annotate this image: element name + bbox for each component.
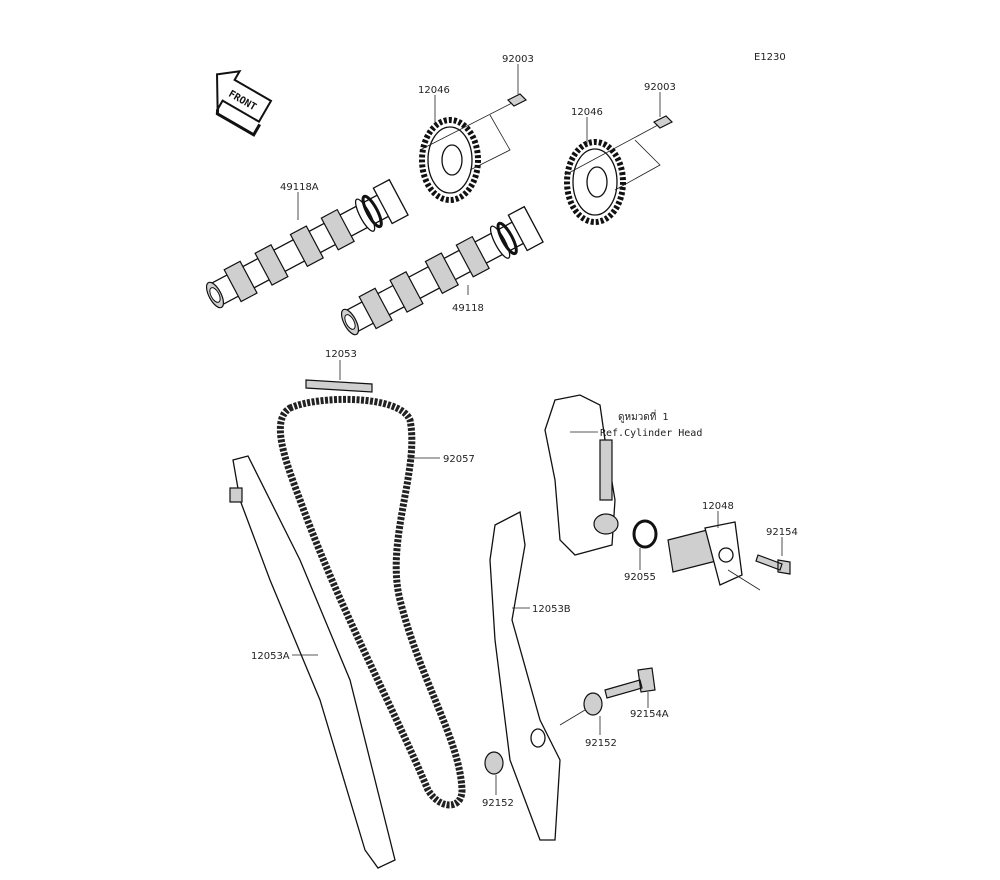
label-bolt-right[interactable]: 92003 <box>644 82 676 93</box>
label-guide-top[interactable]: 12053 <box>325 349 357 360</box>
collar-left <box>484 751 504 775</box>
sprocket-left <box>419 117 481 203</box>
camshaft-exhaust <box>205 178 409 309</box>
leader-lines <box>292 64 783 795</box>
top-chain-guide <box>305 379 373 393</box>
label-sprocket-left[interactable]: 12046 <box>418 85 450 96</box>
chain-tensioner <box>667 521 761 591</box>
guide-tab <box>229 487 243 503</box>
reference-english: Ref.Cylinder Head <box>600 428 702 439</box>
label-camshaft-intake[interactable]: 49118 <box>452 303 484 314</box>
label-bolt-left[interactable]: 92003 <box>502 54 534 65</box>
collar-right <box>583 692 603 716</box>
label-bolt-tensioner[interactable]: 92154 <box>766 527 798 538</box>
tensioner-bolt <box>755 554 791 575</box>
label-chain[interactable]: 92057 <box>443 454 475 465</box>
label-guide-right[interactable]: 12053B <box>532 604 571 615</box>
diagram-code: E1230 <box>754 52 786 63</box>
label-tensioner[interactable]: 12048 <box>702 501 734 512</box>
right-chain-guide <box>489 511 561 841</box>
cam-chain <box>276 395 466 809</box>
front-arrow-icon: FRONT <box>215 69 273 137</box>
label-sprocket-right[interactable]: 12046 <box>571 107 603 118</box>
bolt-icon <box>419 93 674 191</box>
label-o-ring[interactable]: 92055 <box>624 572 656 583</box>
label-collar-right[interactable]: 92152 <box>585 738 617 749</box>
label-collar-left[interactable]: 92152 <box>482 798 514 809</box>
guide-bolt <box>604 667 656 699</box>
o-ring <box>632 519 658 549</box>
sprocket-right <box>564 139 626 225</box>
label-bolt-guide[interactable]: 92154A <box>630 709 669 720</box>
label-camshaft-exhaust[interactable]: 49118A <box>280 182 319 193</box>
cylinder-head-reference <box>544 394 616 556</box>
label-guide-left[interactable]: 12053A <box>251 651 290 662</box>
reference-thai: ดูหมวดที่ 1 <box>618 409 668 423</box>
camshaft-intake <box>340 205 544 336</box>
left-chain-guide <box>232 455 396 869</box>
head-fins <box>599 439 613 501</box>
